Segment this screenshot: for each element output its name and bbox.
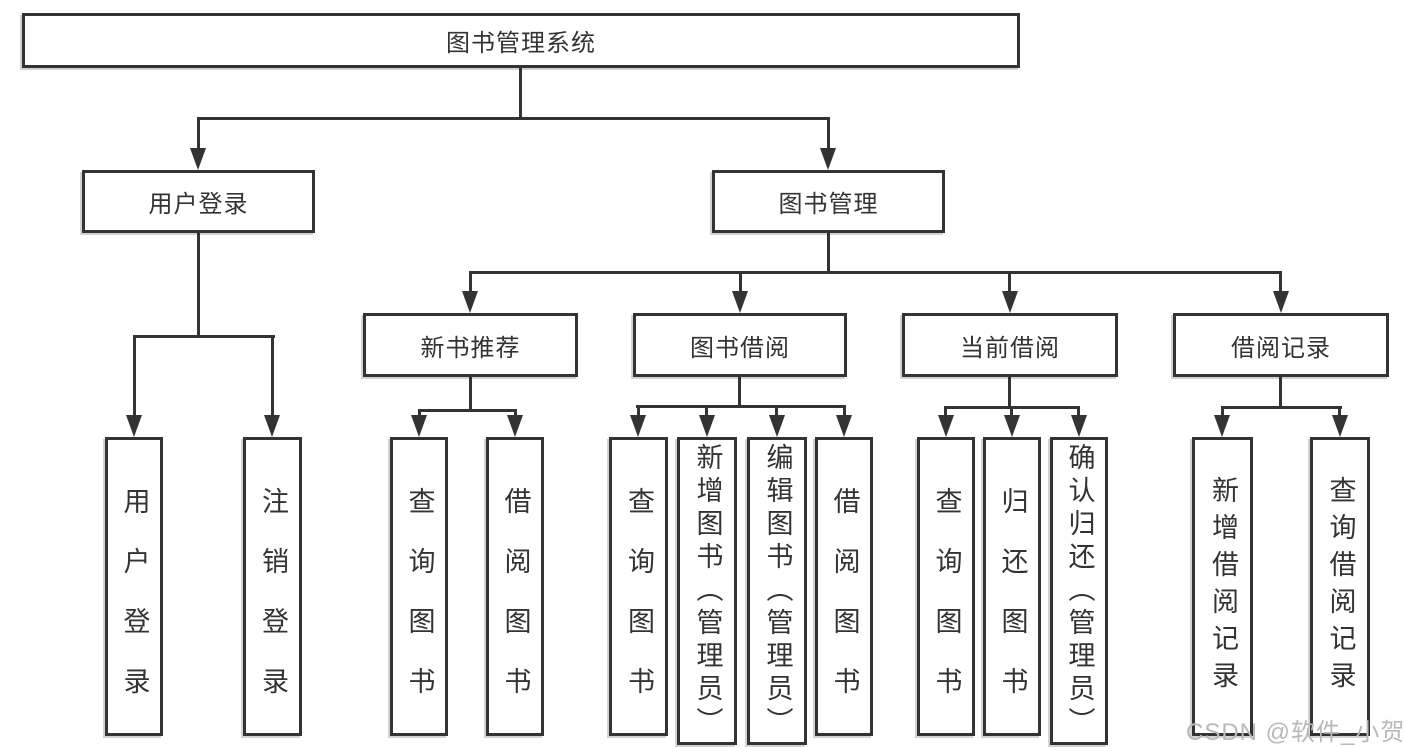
leaf-cb-return-books-label: 归还图书	[997, 486, 1028, 727]
connector-root-hbar	[197, 117, 830, 120]
node-new-book-rec: 新书推荐	[363, 313, 578, 377]
connector-root-drop-left	[197, 117, 200, 150]
connector-borrowrecords-drop1	[1221, 406, 1224, 417]
leaf-cb-confirm-return-admin: 确认归还（管理员）	[1050, 437, 1108, 745]
node-book-borrow: 图书借阅	[633, 313, 847, 377]
leaf-logout: 注销登录	[243, 437, 302, 736]
connector-bookborrow-drop4	[843, 405, 846, 417]
connector-newbookrec-stem	[469, 377, 472, 411]
node-current-borrow-label: 当前借阅	[960, 334, 1060, 362]
connector-drop-currentborrow	[1008, 271, 1011, 293]
leaf-bb-add-books-admin-label: 新增图书（管理员）	[692, 442, 723, 740]
connector-userlogin-hbar	[133, 335, 275, 338]
leaf-br-add-record-label: 新增借阅记录	[1208, 475, 1238, 698]
leaf-bb-edit-books-admin: 编辑图书（管理员）	[747, 437, 807, 745]
leaf-br-add-record: 新增借阅记录	[1192, 437, 1253, 736]
leaf-nb-borrow-books: 借阅图书	[486, 437, 544, 736]
arrow-to-cb-query	[938, 415, 954, 437]
connector-bookborrow-drop2	[705, 405, 708, 417]
arrow-to-currentborrow	[1002, 291, 1018, 313]
arrow-to-borrowrecords	[1273, 291, 1289, 313]
connector-drop-borrowrecords	[1279, 271, 1282, 293]
connector-newbookrec-hbar	[418, 409, 517, 412]
leaf-nb-query-books: 查询图书	[390, 437, 448, 736]
connector-root-drop-right	[827, 117, 830, 150]
arrow-to-nb-borrow	[507, 415, 523, 437]
leaf-bb-add-books-admin: 新增图书（管理员）	[677, 437, 737, 745]
leaf-br-query-record: 查询借阅记录	[1310, 437, 1370, 736]
arrow-to-book-mgmt	[820, 148, 836, 170]
leaf-cb-query-books-label: 查询图书	[931, 486, 962, 727]
leaf-bb-query-books: 查询图书	[609, 437, 668, 736]
leaf-user-login-label: 用户登录	[119, 486, 150, 727]
arrow-to-bookborrow	[732, 291, 748, 313]
connector-drop-newbookrec	[469, 271, 472, 293]
arrow-to-br-query	[1332, 415, 1348, 437]
arrow-to-bb-query	[630, 415, 646, 437]
arrow-to-leaf-user-login	[126, 415, 142, 437]
connector-bookborrow-stem	[738, 377, 741, 407]
arrow-to-bb-borrow	[836, 415, 852, 437]
node-book-borrow-label: 图书借阅	[690, 334, 790, 362]
leaf-cb-query-books: 查询图书	[917, 437, 975, 736]
connector-userlogin-stem	[197, 233, 200, 336]
connector-userlogin-drop-left	[133, 335, 136, 417]
leaf-bb-borrow-books: 借阅图书	[815, 437, 873, 736]
node-library-system: 图书管理系统	[22, 13, 1020, 68]
leaf-logout-label: 注销登录	[258, 486, 288, 727]
connector-bookmgmt-stem	[827, 233, 830, 273]
connector-newbookrec-drop2	[514, 409, 517, 417]
connector-newbookrec-drop1	[418, 409, 421, 417]
node-current-borrow: 当前借阅	[902, 313, 1118, 377]
connector-root-stem	[519, 68, 522, 117]
leaf-br-query-record-label: 查询借阅记录	[1325, 475, 1356, 698]
arrow-to-bb-add	[699, 415, 715, 437]
connector-userlogin-drop-right	[271, 335, 274, 417]
connector-currentborrow-drop3	[1077, 406, 1080, 417]
node-user-login-label: 用户登录	[148, 191, 249, 218]
node-book-mgmt: 图书管理	[712, 170, 945, 233]
leaf-cb-confirm-return-admin-label: 确认归还（管理员）	[1064, 442, 1095, 740]
connector-borrowrecords-drop2	[1338, 406, 1341, 417]
connector-bookmgmt-hbar	[469, 271, 1282, 274]
node-new-book-rec-label: 新书推荐	[420, 334, 521, 362]
connector-borrowrecords-hbar	[1221, 406, 1342, 409]
arrow-to-nb-query	[411, 415, 427, 437]
arrow-to-bb-edit	[769, 415, 785, 437]
leaf-nb-query-books-label: 查询图书	[404, 486, 435, 727]
leaf-bb-edit-books-admin-label: 编辑图书（管理员）	[762, 442, 793, 740]
leaf-bb-query-books-label: 查询图书	[624, 486, 654, 727]
arrow-to-cb-confirm	[1071, 415, 1087, 437]
arrow-to-newbookrec	[462, 291, 478, 313]
connector-bookborrow-drop3	[775, 405, 778, 417]
leaf-nb-borrow-books-label: 借阅图书	[500, 486, 531, 727]
leaf-bb-borrow-books-label: 借阅图书	[829, 486, 860, 727]
leaf-user-login: 用户登录	[105, 437, 163, 736]
node-user-login: 用户登录	[82, 170, 315, 233]
connector-borrowrecords-stem	[1279, 377, 1282, 408]
connector-currentborrow-drop2	[1010, 406, 1013, 417]
csdn-watermark: CSDN @软件_小贺同学	[1186, 719, 1405, 746]
arrow-to-br-add	[1214, 415, 1230, 437]
arrow-to-user-login	[190, 148, 206, 170]
connector-bookborrow-drop1	[637, 405, 640, 417]
connector-currentborrow-stem	[1008, 377, 1011, 408]
connector-bookborrow-hbar	[636, 405, 846, 408]
node-library-system-label: 图书管理系统	[446, 30, 596, 57]
arrow-to-leaf-logout	[264, 415, 280, 437]
connector-currentborrow-drop1	[944, 406, 947, 417]
leaf-cb-return-books: 归还图书	[983, 437, 1041, 736]
node-book-mgmt-label: 图书管理	[778, 191, 879, 218]
connector-drop-bookborrow	[739, 271, 742, 293]
node-borrow-records-label: 借阅记录	[1231, 334, 1331, 362]
node-borrow-records: 借阅记录	[1173, 313, 1389, 377]
arrow-to-cb-return	[1004, 415, 1020, 437]
